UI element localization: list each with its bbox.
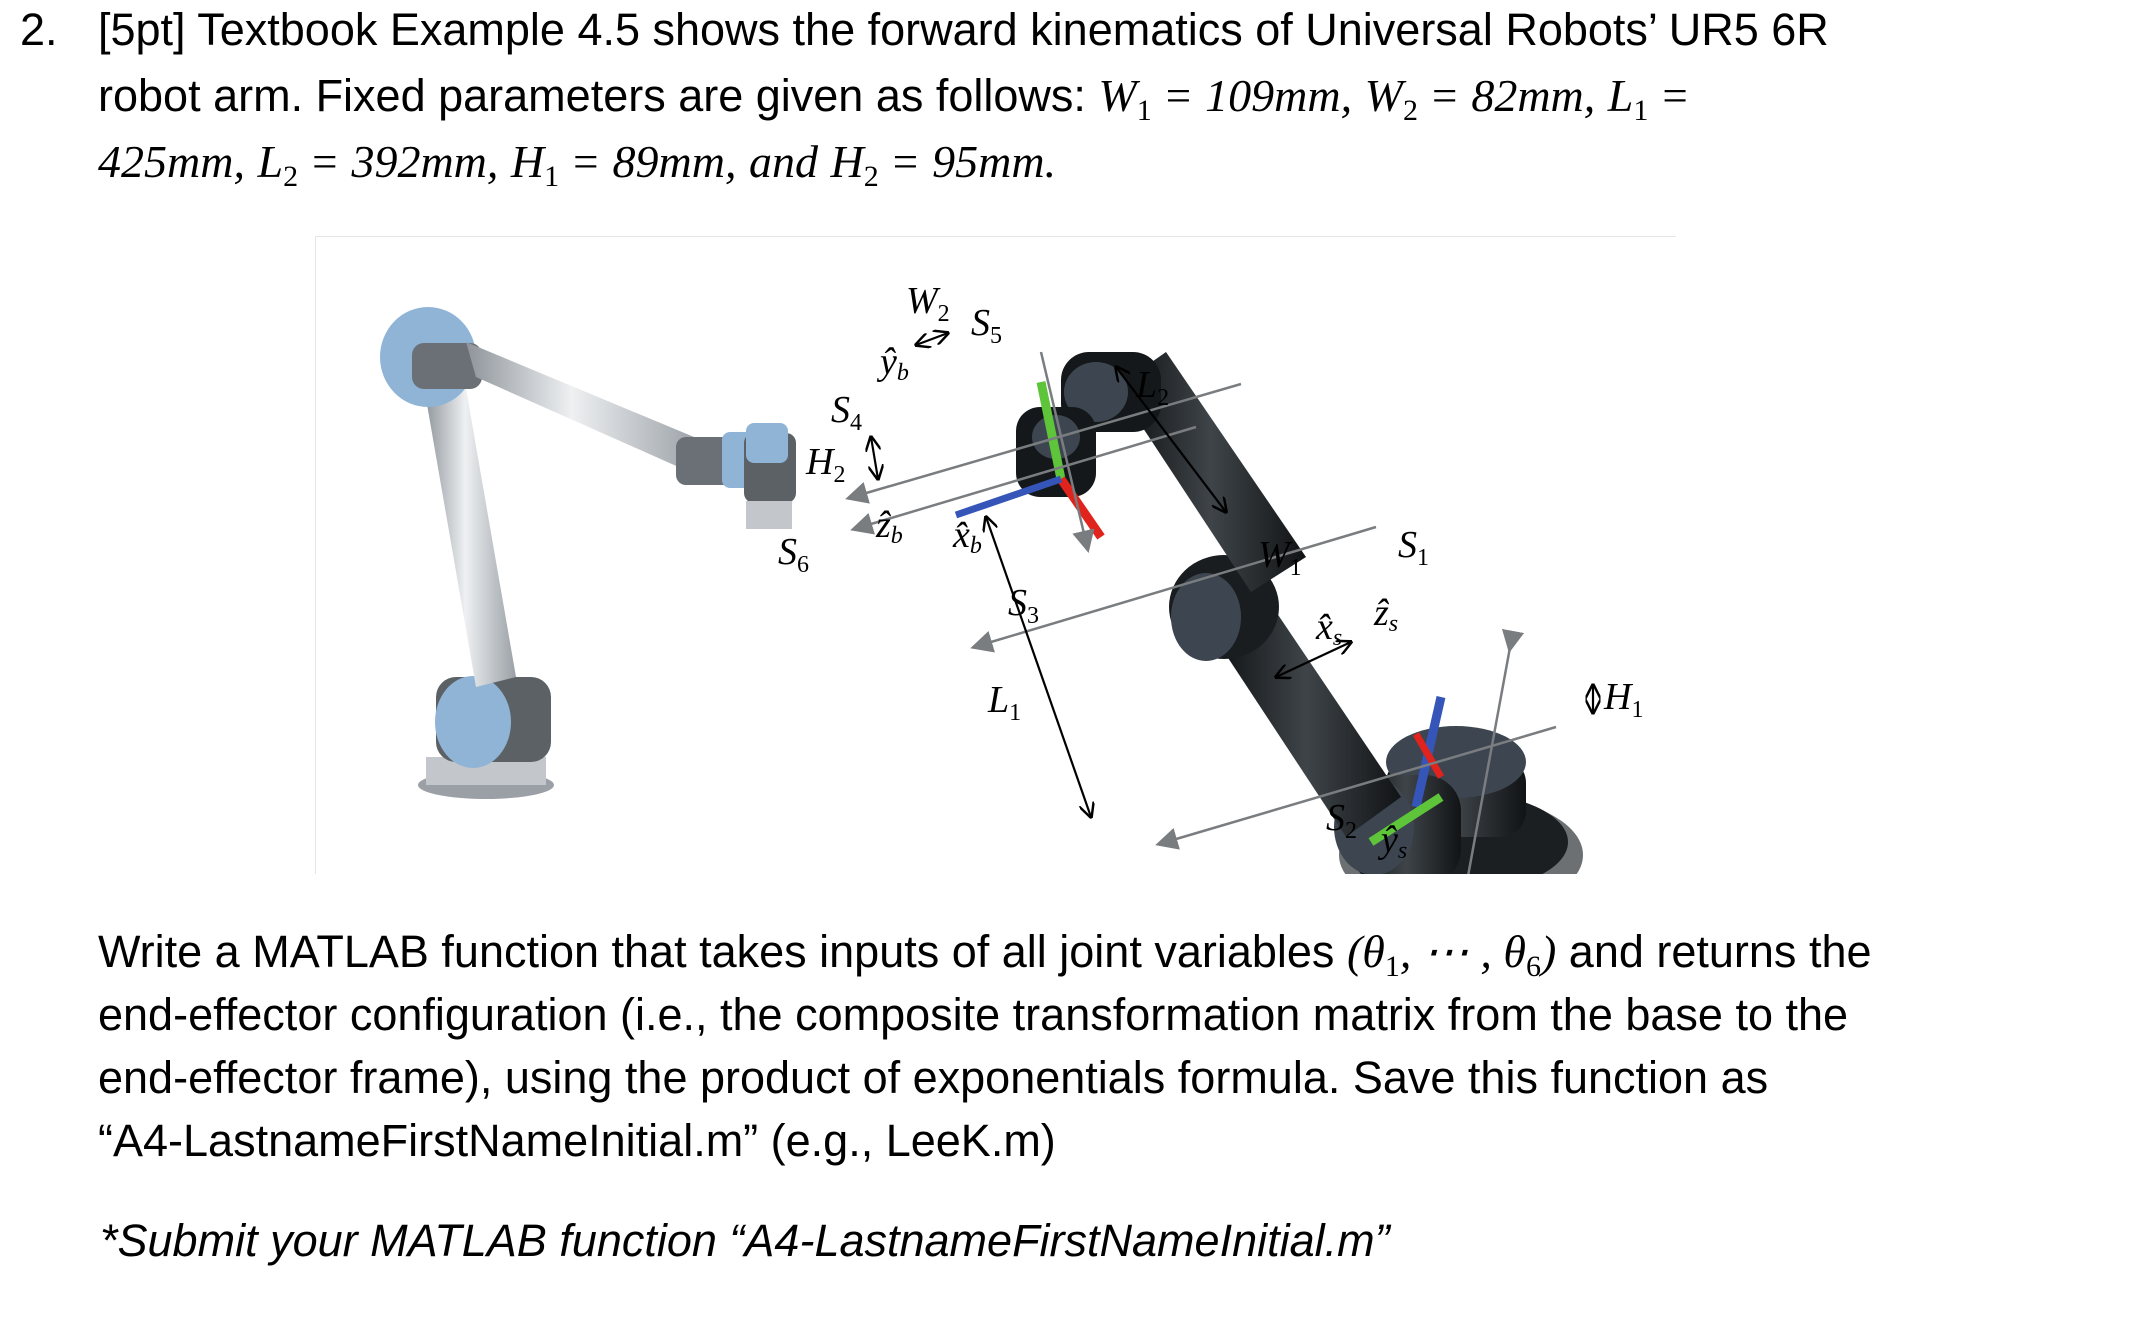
s5-axis [1039,351,1095,553]
w1-dimension [1276,642,1351,677]
w2-dimension [916,333,948,345]
question-number: 2. [20,4,58,55]
upper-link [466,342,701,477]
ur5-photo [380,307,796,799]
param-w2: W2 [1364,70,1418,127]
label-s5: S5 [971,302,1002,349]
ur5-schematic: W2 S5 ŷb S4 H2 ẑb x̂b S6 S3 L1 L2 W1 S1 … [778,280,1643,915]
param-and: and [749,136,819,187]
schematic-wrist-1 [1064,362,1128,422]
label-h1: H1 [1603,676,1643,723]
param-l1-value: 425mm, [98,136,245,187]
param-l2: L2 [257,136,299,193]
label-w2: W2 [906,280,950,327]
s1-axis [1464,628,1525,888]
ur5-diagram: W2 S5 ŷb S4 H2 ẑb x̂b S6 S3 L1 L2 W1 S1 … [380,280,1643,915]
label-zs: ẑs [1373,592,1398,637]
lower-link [424,377,516,687]
param-w1: W1 [1098,70,1152,127]
ys-axis [1368,793,1444,846]
label-s3: S3 [1008,582,1039,629]
param-l1: L1 [1607,70,1649,127]
label-s1: S1 [1398,524,1429,571]
param-w2-value: 82mm, [1471,70,1596,121]
h2-dimension [871,437,878,479]
label-s6: S6 [778,531,809,578]
l2-dimension [1116,367,1226,512]
wrist-cap-2 [746,423,788,463]
joint-variables: (θ1, ⋯ , θ6) [1346,926,1557,983]
question-intro: [5pt] Textbook Example 4.5 shows the for… [98,4,1829,55]
label-xs: x̂s [1315,606,1342,651]
ur5-figure: W2 S5 ŷb S4 H2 ẑb x̂b S6 S3 L1 L2 W1 S1 … [315,236,1676,915]
s2-axis [1155,725,1557,850]
schematic-lower-link [1211,597,1401,837]
param-w1-value: 109mm, [1205,70,1353,121]
shoulder-cap [435,676,511,768]
param-h1: H1 [510,136,560,193]
label-s4: S4 [831,389,862,436]
label-w1: W1 [1258,534,1302,581]
label-yb: ŷb [876,341,909,386]
xs-axis [1412,732,1445,779]
label-l1: L1 [987,679,1021,726]
label-h2: H2 [805,441,845,488]
label-xb: x̂b [952,514,982,559]
label-s2: S2 [1326,797,1357,844]
instructions-paragraph: Write a MATLAB function that takes input… [98,920,2048,1172]
instructions-line-4: “A4-LastnameFirstNameInitial.m” (e.g., L… [98,1115,1056,1166]
param-l2-value: 392mm, [351,136,499,187]
instructions-line-3: end-effector frame), using the product o… [98,1052,1769,1103]
label-ys: ŷs [1377,819,1407,864]
label-zb: ẑb [875,504,903,549]
instructions-line-2: end-effector configuration (i.e., the co… [98,989,1849,1040]
instructions-line-1: Write a MATLAB function that takes input… [98,926,1872,983]
param-h1-value: 89mm, [612,136,737,187]
l1-dimension [986,517,1091,817]
zb-axis [954,475,1063,519]
schematic-elbow [1171,573,1241,661]
param-h2: H2 [830,136,879,193]
submit-note: *Submit your MATLAB function “A4-Lastnam… [100,1215,1390,1266]
yb-axis [1036,381,1066,480]
label-l2: L2 [1135,364,1169,411]
tool-flange [746,501,792,529]
param-h2-value: 95mm. [932,136,1057,187]
question-params-intro: robot arm. Fixed parameters are given as… [98,70,1099,121]
